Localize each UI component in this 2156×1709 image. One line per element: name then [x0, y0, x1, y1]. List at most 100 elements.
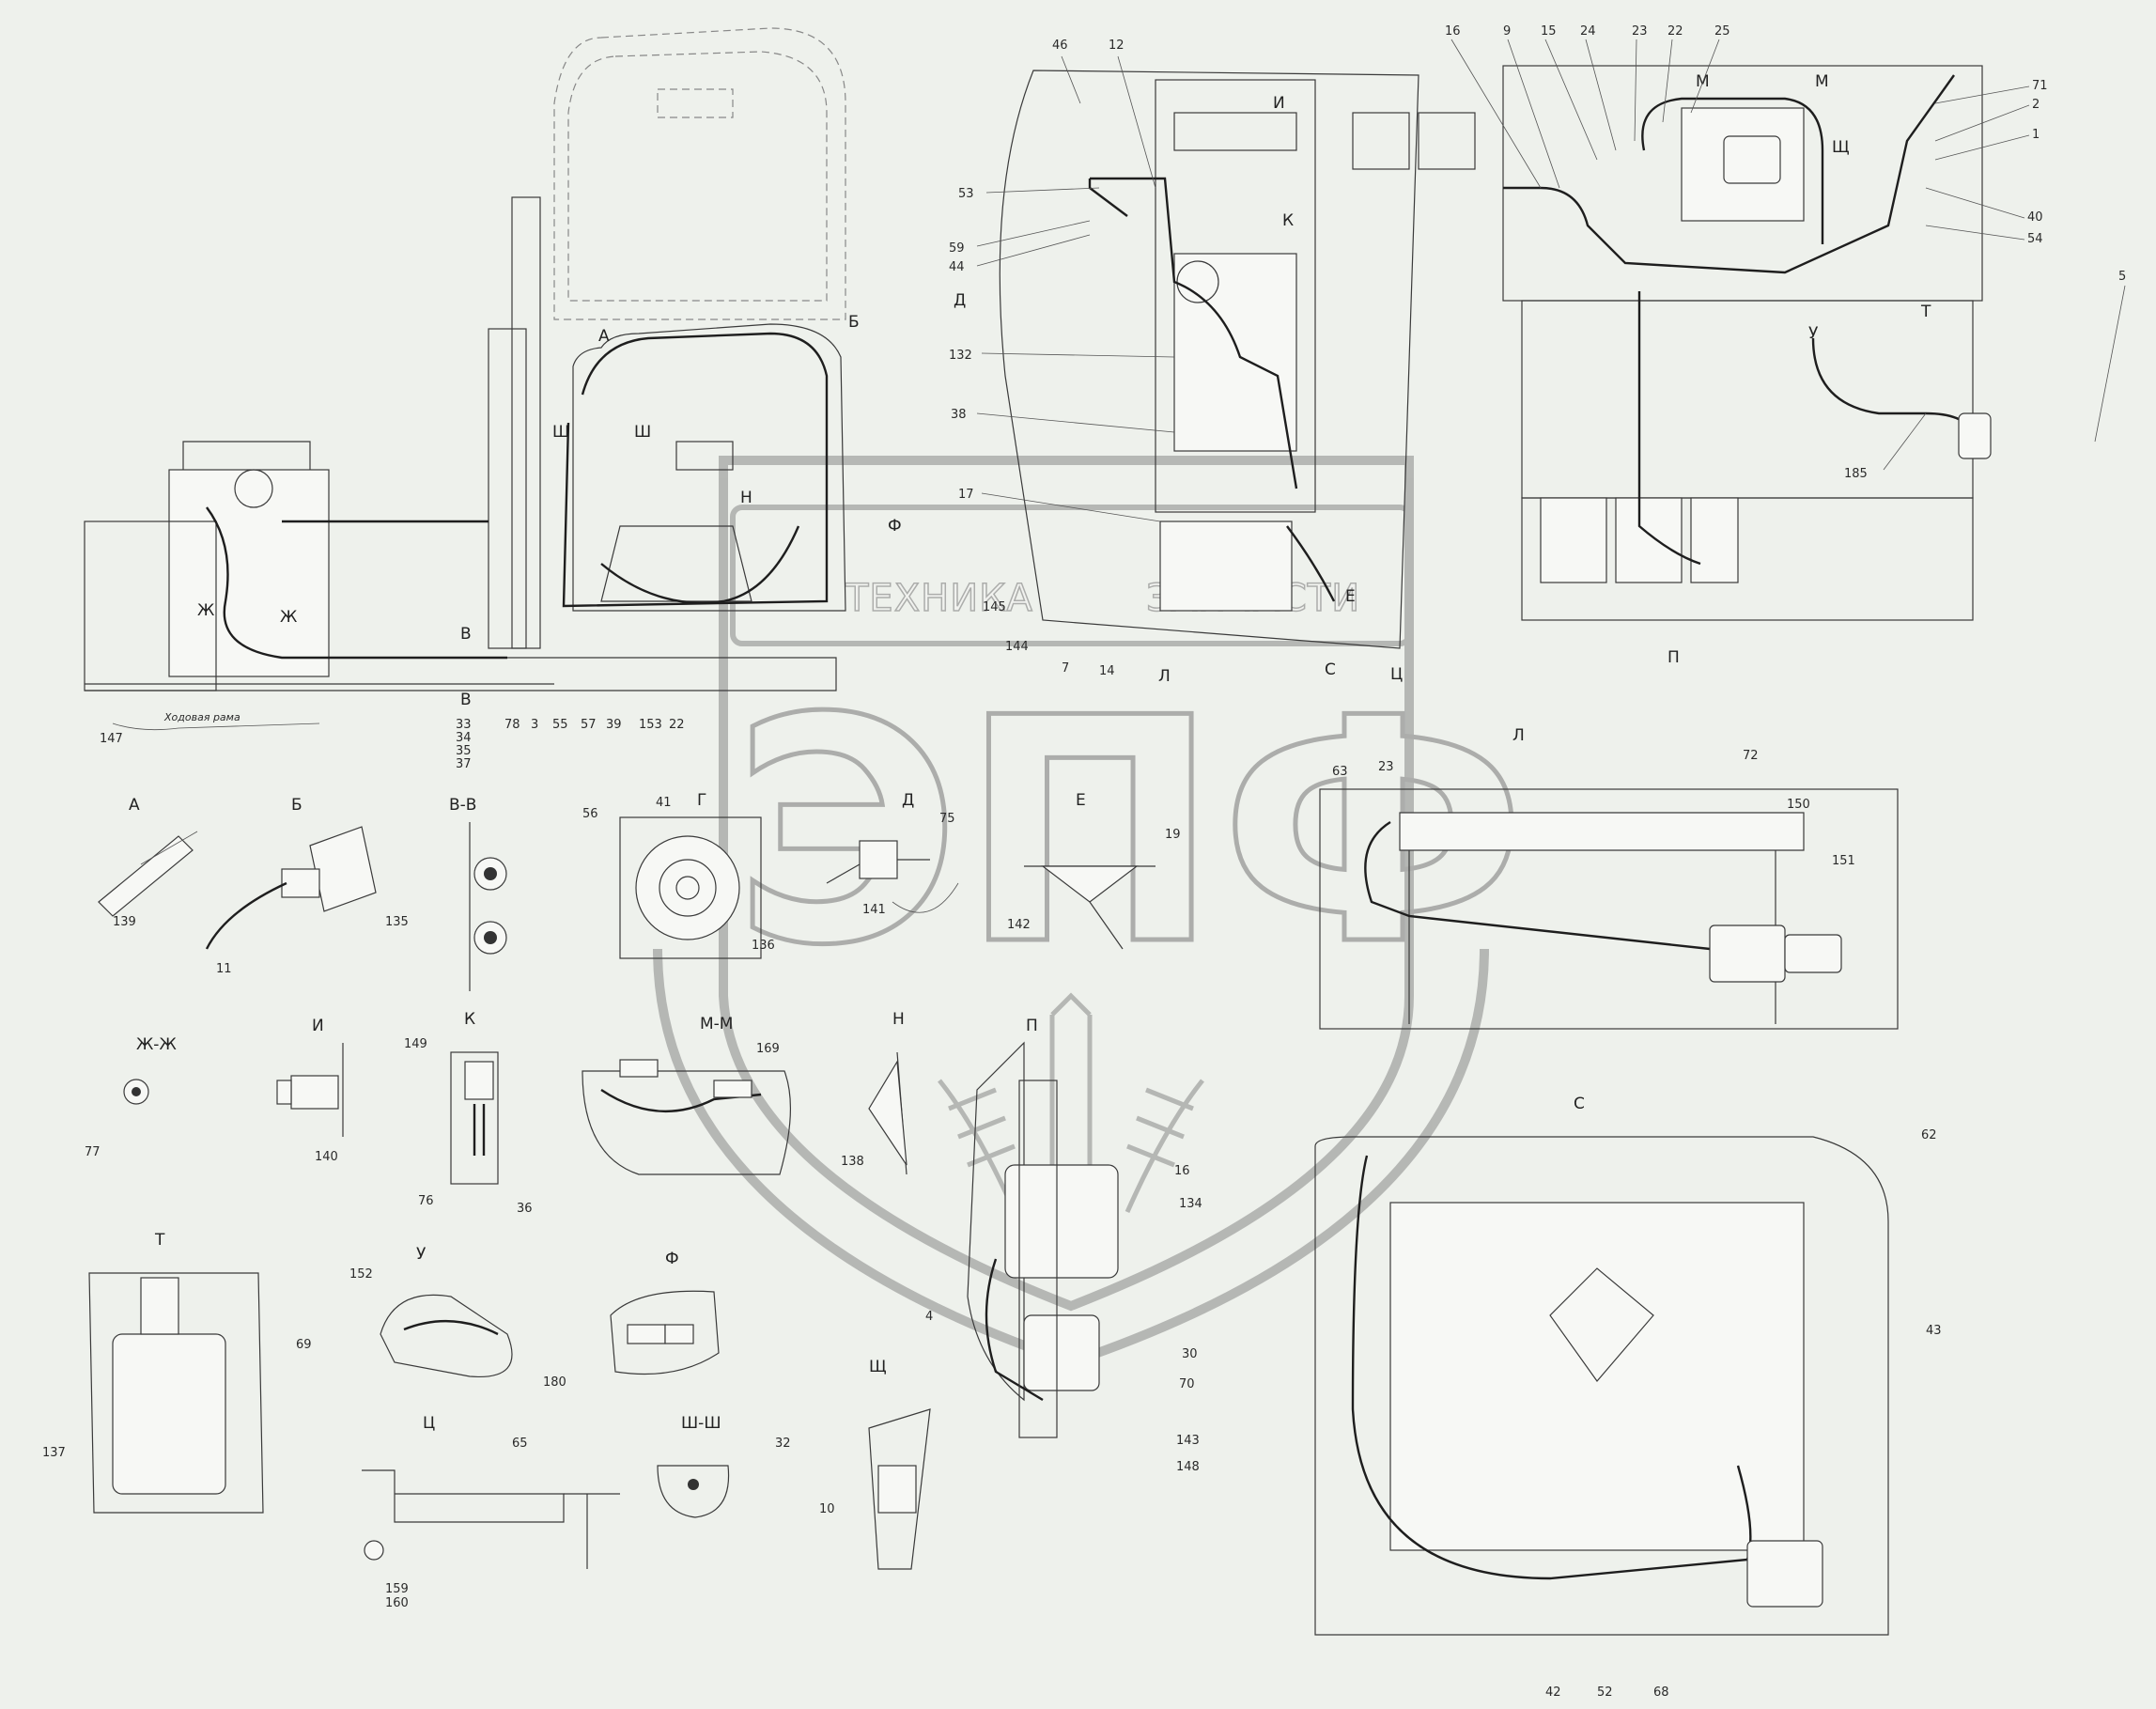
detail-K-title: К [464, 1010, 475, 1029]
callout-78: 78 [504, 718, 520, 732]
callout-17: 17 [958, 488, 974, 502]
callout-35: 35 [456, 744, 472, 758]
callout-16-P: 16 [1174, 1164, 1190, 1178]
detail-F: Ф [610, 1250, 720, 1375]
callout-140: 140 [315, 1150, 338, 1164]
callout-23-L: 23 [1378, 760, 1394, 774]
view-marker-Ts: Ц [1390, 665, 1403, 684]
view-marker-M-2: М [1815, 72, 1829, 91]
view-marker-Sh-1: Ш [552, 423, 569, 442]
callout-43: 43 [1926, 1324, 1942, 1338]
callout-65: 65 [512, 1437, 528, 1451]
detail-T-title: Т [154, 1231, 165, 1250]
callout-180: 180 [543, 1375, 566, 1390]
callout-2: 2 [2032, 98, 2040, 112]
watermark-line1: ТЕХНИКА [845, 577, 1033, 620]
callout-9: 9 [1503, 24, 1511, 39]
view-marker-Sh-2: Ш [634, 423, 651, 442]
callout-134: 134 [1179, 1197, 1202, 1211]
callout-34: 34 [456, 731, 472, 745]
detail-N-title: Н [892, 1010, 905, 1029]
callout-57: 57 [581, 718, 597, 732]
callout-37: 37 [456, 757, 472, 771]
detail-ZhZh-title: Ж-Ж [136, 1035, 177, 1054]
detail-L: Л 63 23 72 150 151 [1319, 726, 1899, 1030]
callout-68: 68 [1653, 1686, 1669, 1700]
callout-32: 32 [775, 1437, 791, 1451]
callout-16-top: 16 [1445, 24, 1461, 39]
callout-141: 141 [862, 903, 886, 917]
detail-D: Д 75 141 [826, 791, 959, 917]
detail-U-title: У [416, 1245, 427, 1264]
callout-39: 39 [606, 718, 622, 732]
view-marker-L: Л [1158, 667, 1171, 686]
detail-ShSh: Ш-Ш 32 [657, 1414, 791, 1518]
view-marker-D: Д [954, 291, 966, 310]
view-marker-S: С [1325, 660, 1336, 679]
callout-143: 143 [1176, 1434, 1200, 1448]
callout-5: 5 [2118, 270, 2126, 284]
callout-71: 71 [2032, 79, 2048, 93]
callout-149: 149 [404, 1037, 427, 1051]
callout-14: 14 [1099, 664, 1115, 678]
view-marker-F: Ф [888, 517, 902, 536]
callout-22-left: 22 [669, 718, 685, 732]
detail-K: К 149 76 36 [404, 1010, 533, 1216]
callout-frame-note: Ходовая рама [163, 711, 240, 723]
callout-42: 42 [1545, 1686, 1561, 1700]
right-top-view: М М Щ У Т П 16 9 15 24 23 22 25 71 2 1 4… [1445, 24, 2126, 667]
view-marker-V-1: В [460, 625, 472, 644]
detail-S-title: С [1574, 1095, 1585, 1113]
callout-23-top: 23 [1632, 24, 1648, 39]
callout-54: 54 [2027, 232, 2043, 246]
detail-U: У 152 180 [349, 1245, 566, 1390]
callout-150: 150 [1787, 798, 1810, 812]
callout-75: 75 [939, 812, 955, 826]
detail-L-title: Л [1512, 726, 1525, 745]
callout-59: 59 [949, 241, 965, 256]
callout-22-top: 22 [1667, 24, 1683, 39]
center-top-view: И К Д Ф Л С Ц Е 46 12 53 59 44 132 38 17… [888, 39, 1476, 686]
callout-151: 151 [1832, 854, 1855, 868]
detail-MM-title: М-М [700, 1015, 733, 1033]
callout-136: 136 [752, 939, 775, 953]
callout-15: 15 [1541, 24, 1557, 39]
detail-N: Н 138 [841, 1010, 907, 1175]
detail-E: Е 19 142 [1007, 791, 1181, 950]
callout-139: 139 [113, 915, 136, 929]
callout-77: 77 [85, 1145, 101, 1159]
watermark-big-text: ЭПФ [733, 652, 1528, 1013]
callout-1: 1 [2032, 128, 2040, 142]
callout-52: 52 [1597, 1686, 1613, 1700]
detail-T: Т 137 69 [42, 1231, 312, 1514]
detail-E-title: Е [1076, 791, 1086, 810]
callout-160: 160 [385, 1596, 409, 1610]
left-side-view: А Б Ш Ш Ж Ж В В Н 147 Ходовая рама 33 34… [84, 27, 860, 771]
callout-12: 12 [1109, 39, 1125, 53]
callout-11: 11 [216, 962, 232, 976]
callout-76: 76 [418, 1194, 434, 1208]
detail-B-title: Б [291, 796, 302, 815]
view-marker-U: У [1808, 324, 1819, 343]
detail-A: А 139 [98, 796, 198, 929]
callout-148: 148 [1176, 1460, 1200, 1474]
callout-25: 25 [1714, 24, 1730, 39]
detail-Shch-title: Щ [869, 1358, 887, 1376]
callout-153: 153 [639, 718, 662, 732]
view-marker-P: П [1667, 648, 1680, 667]
callout-132: 132 [949, 349, 972, 363]
callout-70: 70 [1179, 1377, 1195, 1391]
callout-3: 3 [531, 718, 538, 732]
callout-72: 72 [1743, 749, 1759, 763]
callout-62: 62 [1921, 1128, 1937, 1142]
view-marker-K: К [1282, 211, 1294, 230]
callout-69: 69 [296, 1338, 312, 1352]
detail-B: Б 11 135 [205, 796, 409, 976]
callout-33: 33 [456, 718, 472, 732]
callout-7: 7 [1062, 661, 1069, 676]
callout-53: 53 [958, 187, 974, 201]
view-marker-T: Т [1920, 303, 1931, 321]
callout-147: 147 [100, 732, 123, 746]
detail-Ts: Ц 65 159 160 [362, 1414, 620, 1610]
